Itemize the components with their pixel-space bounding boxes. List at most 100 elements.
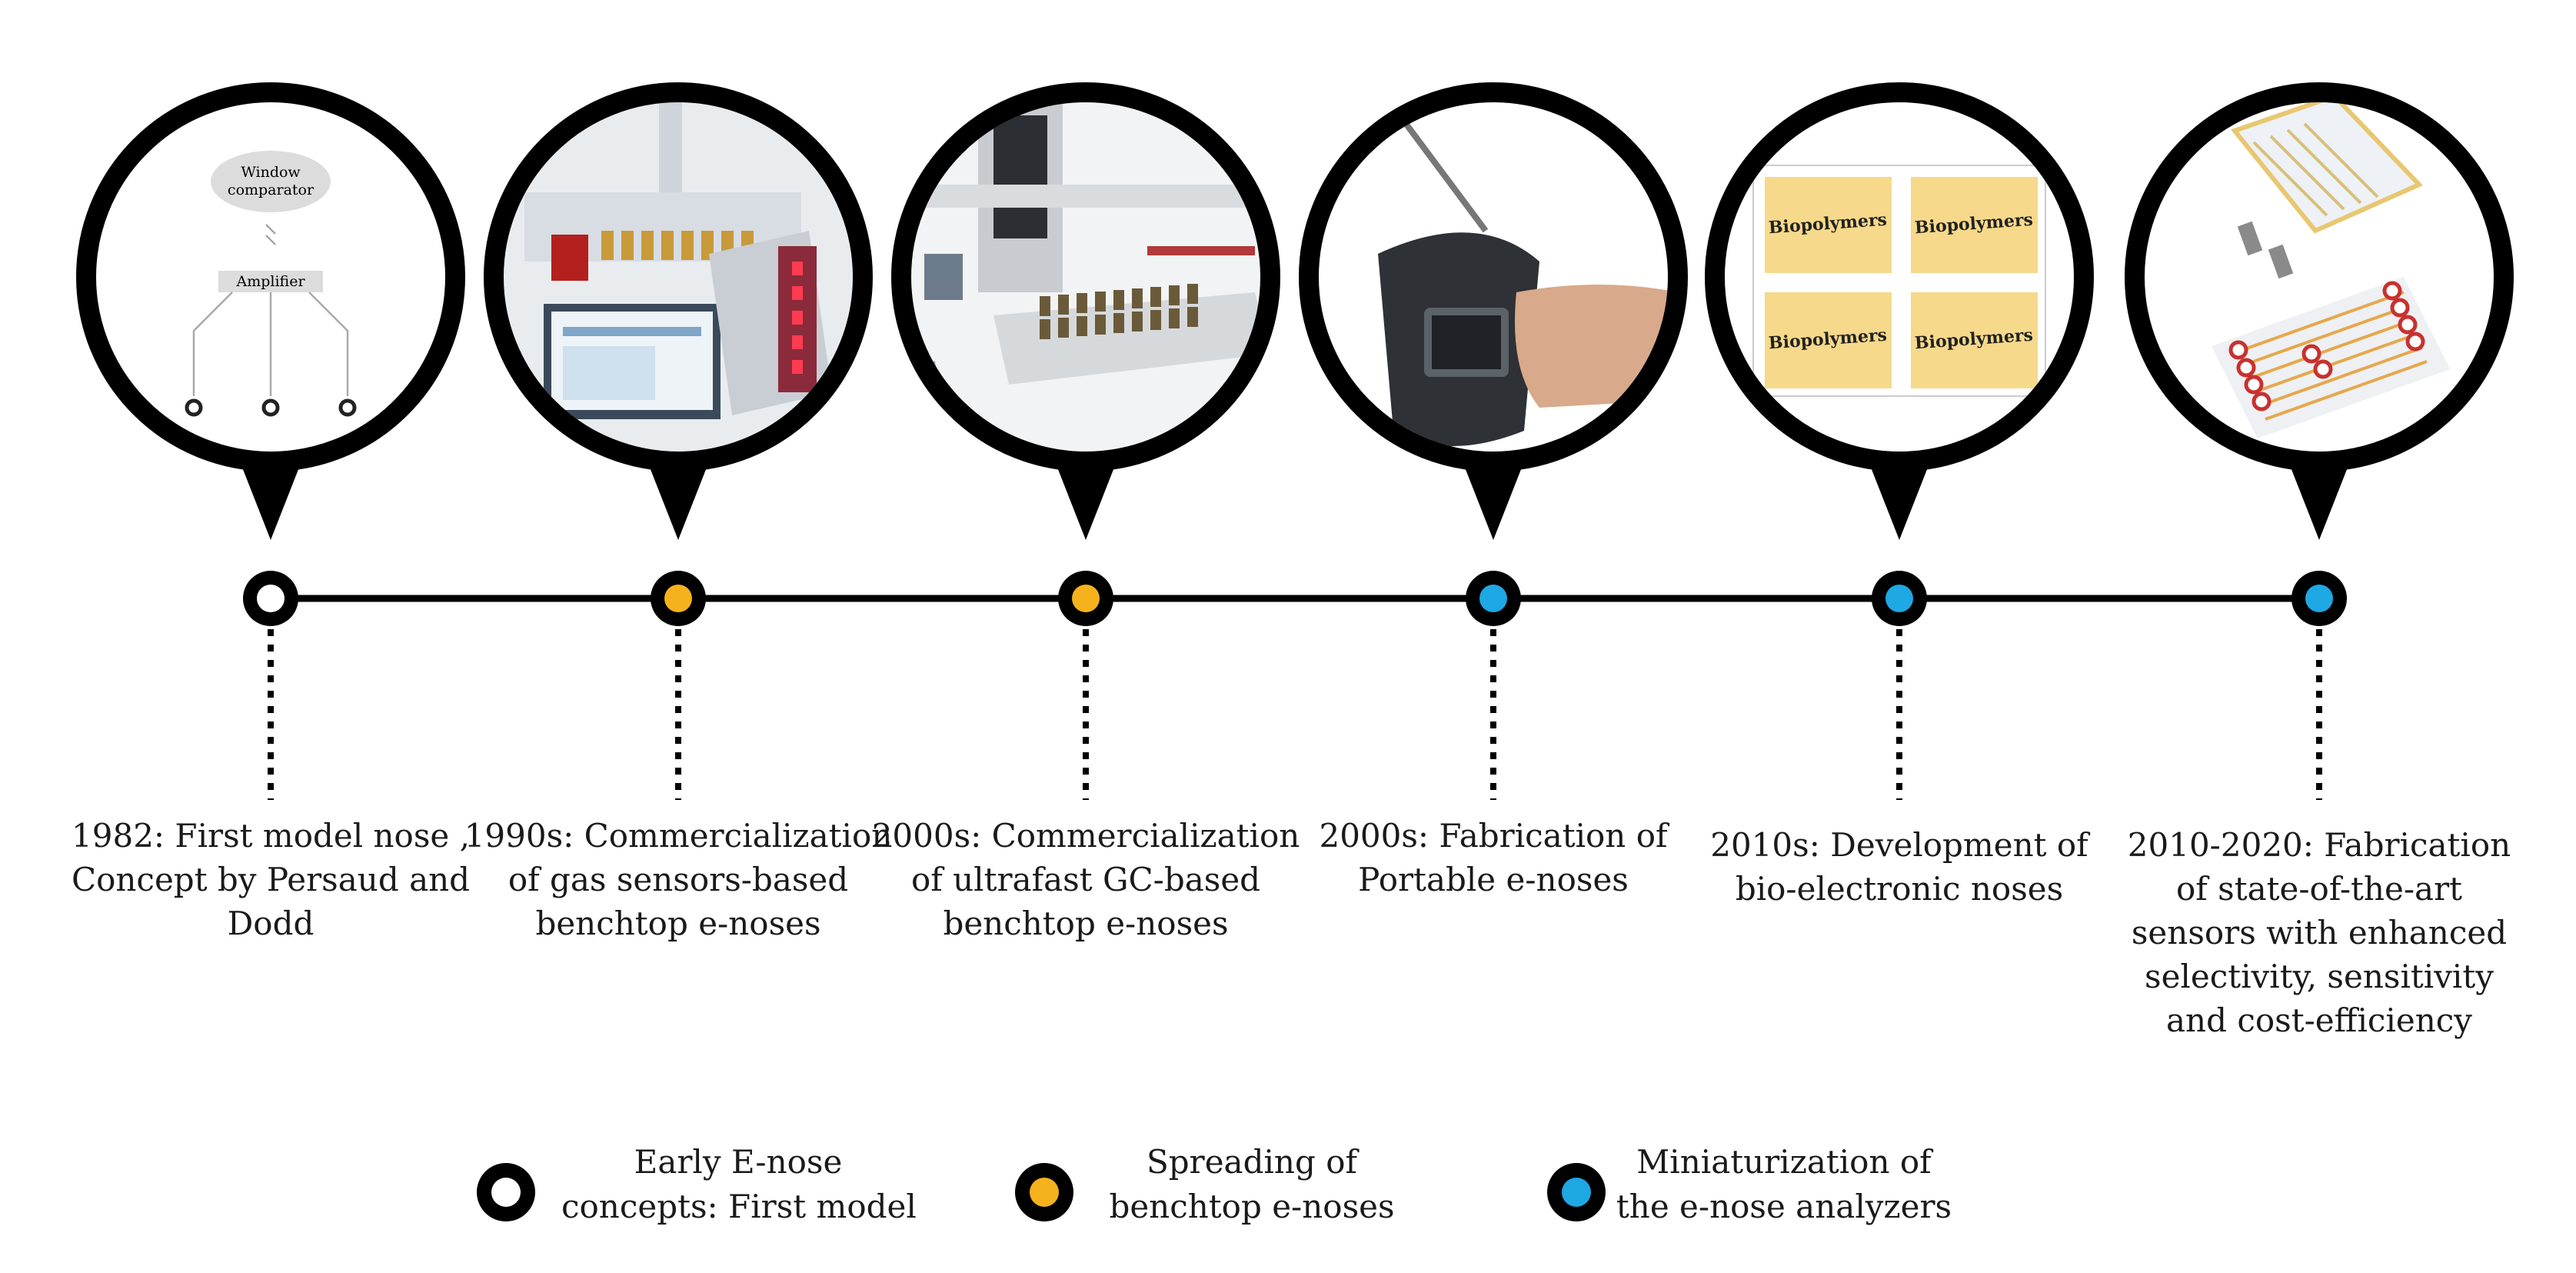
legend-item-early — [477, 1163, 535, 1221]
caption-line: of ultrafast GC-based — [910, 861, 1261, 898]
bubble-ring — [484, 82, 873, 472]
early-dot — [257, 585, 285, 612]
caption-line: 2000s: Commercialization — [871, 817, 1300, 855]
milestone-2 — [484, 82, 873, 800]
caption-line: benchtop e-noses — [943, 905, 1229, 942]
sensor-terminal — [261, 398, 280, 417]
handheld-device-photo-illustration — [1319, 102, 1668, 452]
legend-line: Early E-nose — [634, 1143, 843, 1181]
miniaturization-legend-dot — [1562, 1178, 1591, 1207]
electrode-pad — [2236, 358, 2256, 378]
caption-line: 1990s: Commercialization — [464, 817, 893, 855]
bubble-ring — [2125, 82, 2514, 472]
control-screen — [924, 254, 963, 300]
caption-line: sensors with enhanced — [2131, 914, 2508, 951]
spreading-dot — [1072, 585, 1100, 612]
bubble-pointer — [1459, 454, 1527, 540]
electrode-pad — [2398, 315, 2418, 335]
legend-line: Spreading of — [1146, 1143, 1358, 1181]
benchtop-instrument-photo-illustration — [504, 102, 853, 452]
miniaturization-dot — [2305, 585, 2333, 612]
amplifier-label: Amplifier — [235, 273, 305, 290]
bubble-ring — [76, 82, 465, 472]
gc-autosampler-photo-illustration — [911, 102, 1260, 452]
legend-label: Early E-nose concepts: First model — [561, 1140, 917, 1229]
caption-line: 2000s: Fabrication of — [1319, 817, 1668, 855]
electrode-pad — [2313, 359, 2333, 379]
caption-line: of gas sensors-based — [508, 861, 849, 898]
biopolymer-tile — [1911, 177, 2038, 273]
bubble-ring — [1705, 82, 2094, 472]
comparator-label: Window — [241, 164, 301, 181]
legend-label: Spreading of benchtop e-noses — [1075, 1140, 1429, 1229]
probe-arm — [659, 102, 682, 200]
electrode-pad — [2228, 340, 2248, 360]
caption-line: 2010-2020: Fabrication — [2127, 826, 2511, 864]
bubble-pointer — [1865, 454, 1933, 540]
legend-item-spreading — [1015, 1163, 1073, 1221]
bubble-pointer — [237, 454, 305, 540]
bubble-ring — [1299, 82, 1688, 472]
caption-line: selectivity, sensitivity — [2145, 958, 2494, 995]
caption-line: and cost-efficiency — [2166, 1001, 2472, 1039]
milestone-6 — [2125, 82, 2514, 800]
electrode-pad — [2301, 344, 2321, 364]
amplifier-box — [218, 271, 323, 292]
bubble-ring — [891, 82, 1280, 472]
bubble-pointer — [1052, 454, 1120, 540]
red-vial-block — [551, 235, 588, 281]
milestone-caption: 2000s: Fabrication of Portable e-noses — [1278, 814, 1709, 901]
comparator-shape — [211, 151, 331, 212]
miniaturization-dot — [1885, 585, 1913, 612]
caption-line: Portable e-noses — [1358, 861, 1629, 898]
caption-line: benchtop e-noses — [535, 905, 821, 942]
milestone-3 — [891, 82, 1280, 800]
caption-line: Dodd — [227, 905, 315, 942]
sensor-chip-top — [2230, 102, 2424, 234]
legend-line: concepts: First model — [561, 1188, 917, 1225]
bubble-pointer — [644, 454, 712, 540]
sensor-chips-illustration — [2145, 102, 2494, 452]
milestone-caption: 2010-2020: Fabrication of state-of-the-ar… — [2104, 823, 2534, 1042]
electrode-pad — [2390, 298, 2410, 318]
wires — [192, 292, 349, 396]
electrode-pad — [2382, 281, 2402, 301]
legend-line: Miniaturization of — [1636, 1143, 1932, 1181]
milestone-caption: 2000s: Commercialization of ultrafast GC-… — [870, 814, 1301, 945]
electrode-pad — [2405, 332, 2425, 352]
probe-rod — [1348, 102, 1489, 233]
miniaturization-dot — [1479, 585, 1507, 612]
biopolymer-tile — [1911, 292, 2038, 388]
rail — [911, 185, 1260, 208]
legend-item-miniaturization — [1547, 1163, 1606, 1221]
caption-line: of state-of-the-art — [2175, 870, 2463, 908]
sensor-terminal — [338, 398, 357, 417]
bubble-pointer — [2285, 454, 2353, 540]
electrode-pad — [2252, 392, 2271, 412]
sensor-chip-bottom — [2212, 277, 2450, 438]
comparator-label: comparator — [228, 182, 315, 198]
caption-line: 1982: First model nose , — [72, 817, 470, 855]
spreading-dot — [664, 585, 692, 612]
chip-pin — [2237, 221, 2263, 256]
vial-tray — [993, 292, 1260, 385]
milestone-caption: 1990s: Commercialization of gas sensors-b… — [463, 814, 894, 945]
biopolymer-tile — [1765, 292, 1892, 388]
caption-line: Concept by Persaud and — [71, 861, 471, 898]
spreading-legend-dot — [1030, 1178, 1059, 1207]
caption-line: 2010s: Development of — [1710, 826, 2088, 864]
hand — [1515, 285, 1668, 408]
electrode-pad — [2244, 375, 2264, 395]
chip-pin — [2268, 244, 2294, 279]
early-legend-dot — [491, 1178, 521, 1207]
sensor-terminal — [185, 398, 203, 417]
milestone-4 — [1299, 82, 1688, 800]
legend-line: benchtop e-noses — [1109, 1188, 1395, 1225]
